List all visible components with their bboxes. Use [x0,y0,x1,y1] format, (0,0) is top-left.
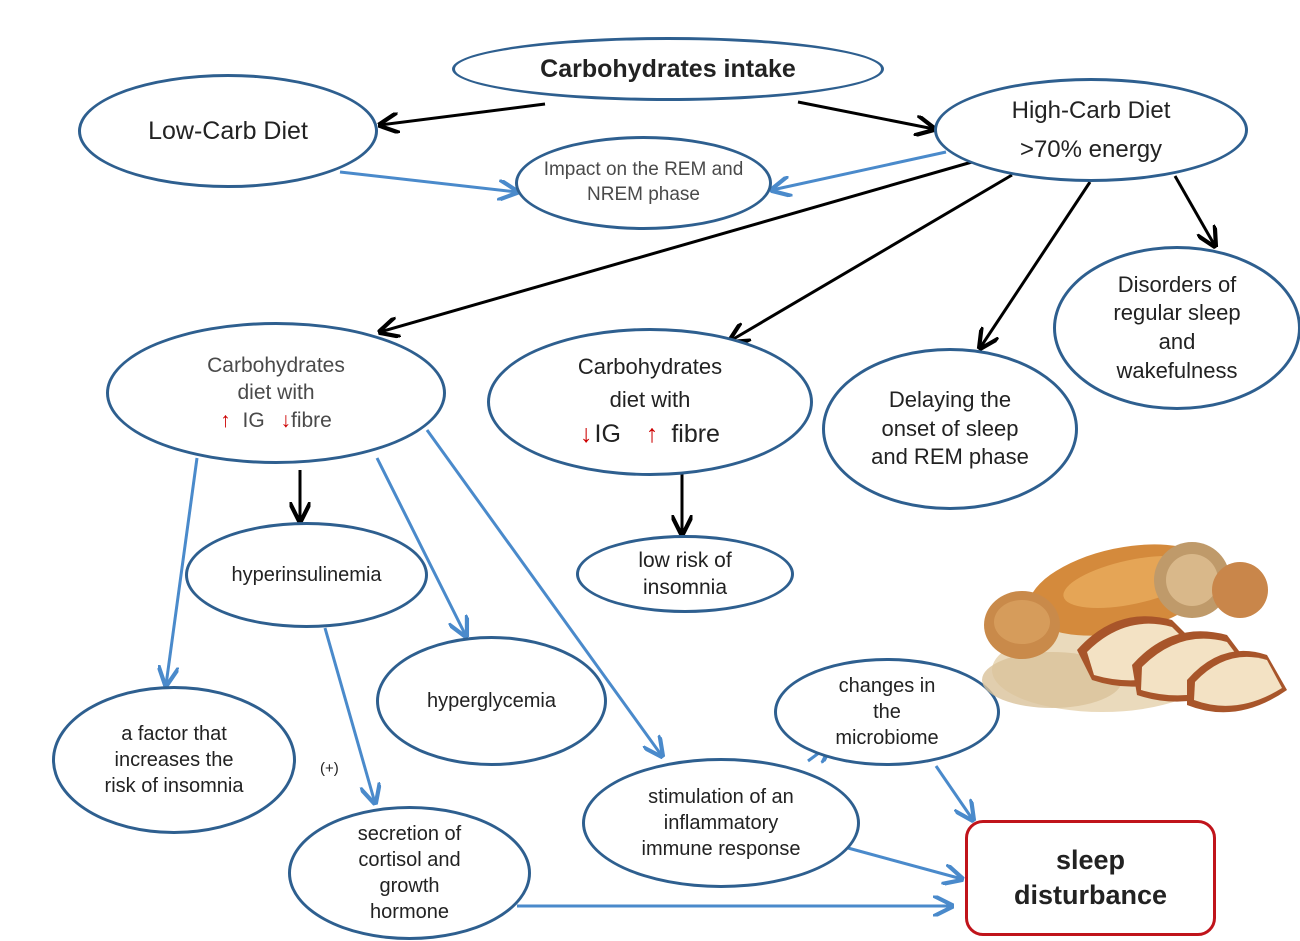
secretion-cortisol-label: secretion of cortisol and growth hormone [357,823,462,923]
sleep-disturbance-label: sleep disturbance [1013,844,1168,910]
arrow-up-icon: ↑ [645,420,659,449]
inflammatory-response-label: stimulation of an inflammatory immune re… [641,786,801,860]
low-ig-diet-line2: diet with [609,386,691,412]
high-ig-diet-ig: IG [242,408,265,432]
hyperglycemia-node: hyperglycemia [376,636,607,766]
low-carb-diet-node: Low-Carb Diet [78,74,378,188]
carbohydrates-intake-node: Carbohydrates intake [452,37,884,101]
low-ig-diet-line1: Carbohydrates [577,354,723,380]
arrow-highcarb-to-low-ig-diet [730,173,1013,341]
disorders-sleep-node: Disorders of regular sleep and wakefulne… [1053,246,1300,410]
low-risk-insomnia-label: low risk of insomnia [638,548,732,599]
factor-insomnia-label: a factor that increases the risk of inso… [104,723,244,797]
low-ig-diet-ig: IG [594,420,621,449]
microbiome-label: changes in the microbiome [835,675,939,749]
arrow-highcarb-to-high-ig-diet [380,160,973,332]
delaying-onset-node: Delaying the onset of sleep and REM phas… [822,348,1078,510]
carbohydrates-intake-label: Carbohydrates intake [540,54,796,83]
sleep-disturbance-node: sleep disturbance [965,820,1216,936]
low-ig-diet-fibre: fibre [671,420,720,449]
arrow-down-icon: ↓ [280,408,292,432]
plus-annotation: (+) [320,760,339,777]
arrow-high-ig-to-factor [166,457,199,685]
low-carb-diet-label: Low-Carb Diet [148,116,308,145]
arrow-highcarb-to-delaying [980,181,1092,348]
arrow-high-ig-to-hyperglycemia [375,457,466,636]
inflammatory-response-node: stimulation of an inflammatory immune re… [582,758,860,888]
high-carb-diet-node: High-Carb Diet >70% energy [934,78,1248,182]
low-ig-diet-node: Carbohydrates diet with ↓IG ↑ fibre [487,328,813,476]
arrow-microbiome-to-disturbance [934,765,973,820]
arrow-highcarb-to-disorders [1173,175,1215,246]
high-ig-diet-fibre: fibre [291,408,332,432]
hyperinsulinemia-label: hyperinsulinemia [231,564,382,586]
arrow-intake-to-lowcarb [380,102,546,125]
high-ig-diet-line1: Carbohydrates [207,354,345,378]
arrow-highcarb-to-impact [772,150,947,190]
factor-insomnia-node: a factor that increases the risk of inso… [52,686,296,834]
impact-rem-nrem-node: Impact on the REM and NREM phase [515,136,772,230]
high-carb-diet-title: High-Carb Diet [1011,96,1171,124]
low-risk-insomnia-node: low risk of insomnia [576,535,794,613]
high-ig-diet-node: Carbohydrates diet with ↑ IG ↓fibre [106,322,446,464]
arrow-down-icon: ↓ [580,420,593,449]
microbiome-node: changes in the microbiome [774,658,1000,766]
disorders-sleep-label: Disorders of regular sleep and wakefulne… [1113,271,1241,383]
arrow-hyperinsulinemia-to-secretion [323,627,375,803]
arrow-intake-to-highcarb [797,100,934,129]
arrow-inflammatory-to-disturbance [847,846,962,879]
bread-illustration [982,542,1287,713]
arrow-lowcarb-to-impact [339,170,517,192]
hyperglycemia-label: hyperglycemia [427,690,556,712]
hyperinsulinemia-node: hyperinsulinemia [185,522,428,628]
arrow-high-ig-to-inflammatory [425,429,662,756]
arrow-up-icon: ↑ [220,408,231,432]
impact-rem-nrem-label: Impact on the REM and NREM phase [543,159,744,205]
secretion-cortisol-node: secretion of cortisol and growth hormone [288,806,531,940]
delaying-onset-label: Delaying the onset of sleep and REM phas… [871,387,1029,470]
high-ig-diet-line2: diet with [237,381,315,405]
high-carb-energy: >70% energy [1019,136,1163,163]
